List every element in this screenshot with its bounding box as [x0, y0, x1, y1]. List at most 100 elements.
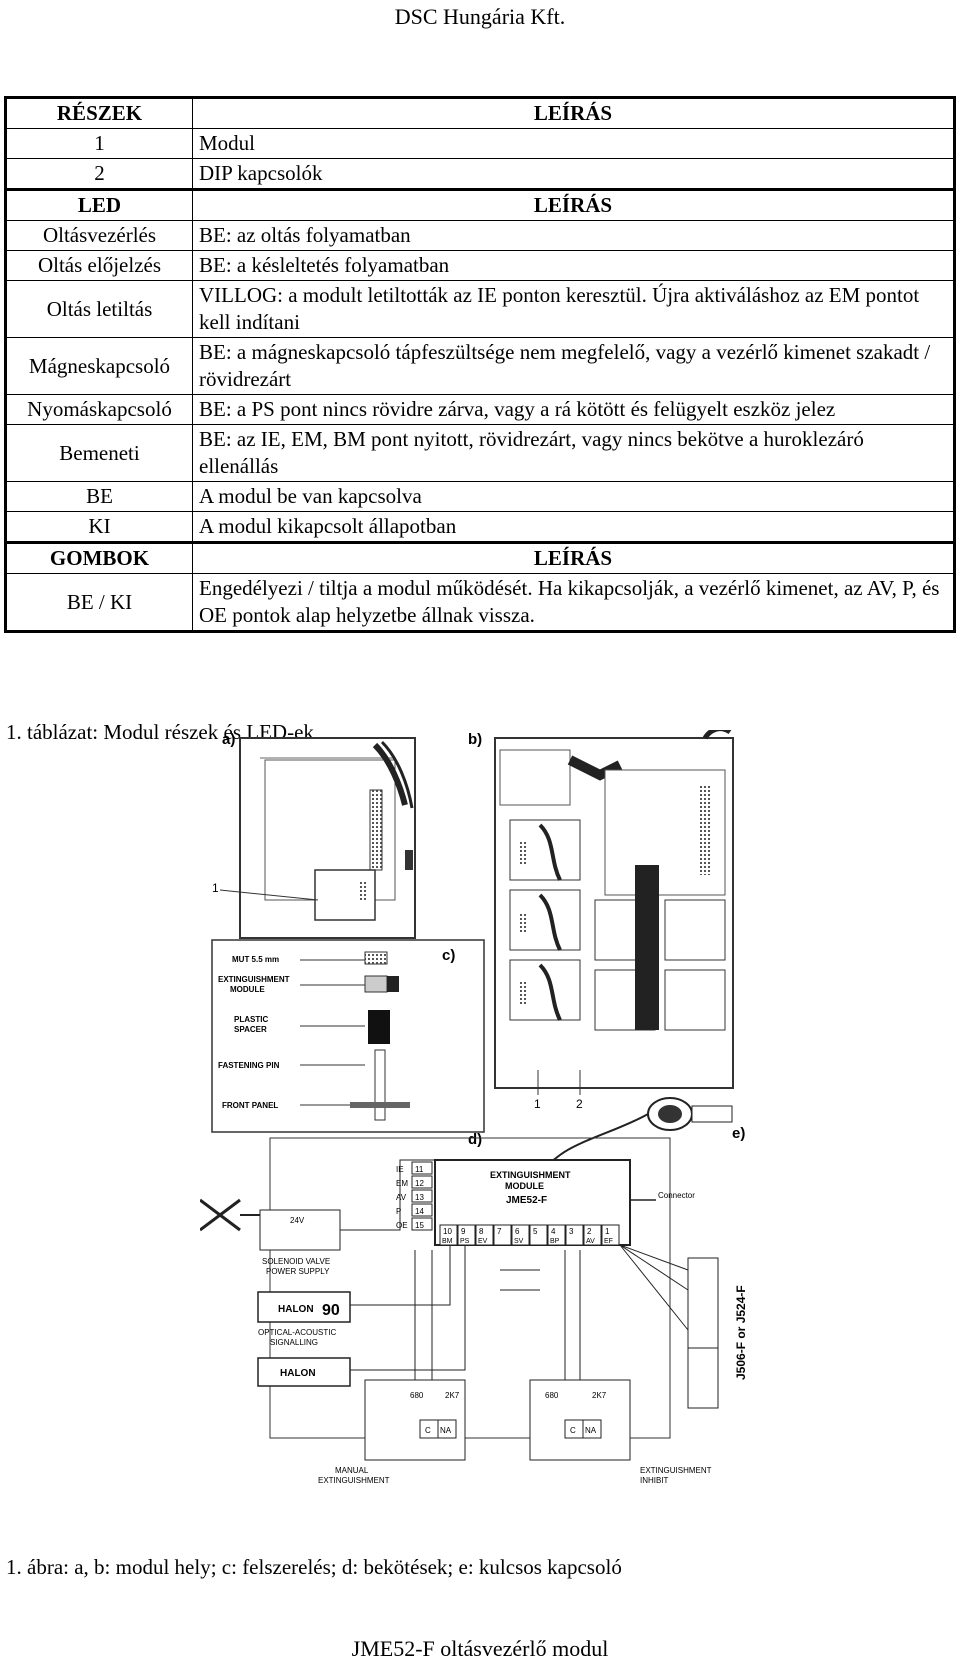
bottom-terminal — [601, 1224, 620, 1246]
left-terminal-label: OE — [396, 1221, 408, 1230]
bottom-terminal-label: EF — [604, 1238, 613, 1245]
inhibit-resistor-2k7: 2K7 — [592, 1391, 607, 1400]
cell-description: LEÍRÁS — [192, 97, 955, 129]
left-terminal — [411, 1217, 433, 1231]
cell-description: Modul — [192, 128, 955, 159]
bottom-terminal-number: 10 — [443, 1227, 452, 1236]
halon-ninety: 90 — [322, 1302, 340, 1319]
module-figure: a) 1 b) 1 2 — [200, 730, 748, 1485]
inhibit-label-1: EXTINGUISHMENT — [640, 1466, 712, 1475]
bottom-terminal-number: 4 — [551, 1227, 556, 1236]
manual-resistor-680: 680 — [410, 1391, 424, 1400]
cell-description: DIP kapcsolók — [192, 158, 955, 190]
halon-label-2: HALON — [280, 1368, 316, 1379]
bottom-terminal-label: SV — [514, 1238, 524, 1245]
wiring-module-label-1: EXTINGUISHMENT — [490, 1170, 571, 1180]
optical-label-1: OPTICAL-ACOUSTIC — [258, 1328, 336, 1337]
bottom-terminal — [529, 1224, 548, 1246]
cell-name: BE — [5, 481, 193, 512]
cell-description: Engedélyezi / tiltja a modul működését. … — [192, 573, 955, 632]
cell-description: BE: az oltás folyamatban — [192, 220, 955, 251]
bottom-terminal-number: 2 — [587, 1227, 592, 1236]
bottom-terminal — [511, 1224, 530, 1246]
inhibit-c-label: C — [570, 1426, 576, 1435]
bottom-terminal-label: PS — [460, 1238, 470, 1245]
front-panel-label: FRONT PANEL — [222, 1101, 278, 1110]
cell-name: RÉSZEK — [5, 97, 193, 129]
panel-b-label: b) — [468, 731, 482, 748]
bus-label: J506-F or J524-F — [734, 1285, 748, 1380]
cell-description: VILLOG: a modult letiltották az IE ponto… — [192, 280, 955, 338]
cell-name: Oltás előjelzés — [5, 250, 193, 281]
bottom-terminal-number: 6 — [515, 1227, 520, 1236]
panel-c-label: c) — [442, 947, 455, 964]
bottom-terminal-number: 3 — [569, 1227, 574, 1236]
left-terminal — [411, 1161, 433, 1175]
cell-name: 1 — [5, 128, 193, 159]
bottom-terminal — [547, 1224, 566, 1246]
spacer-label-1: PLASTIC — [234, 1015, 268, 1024]
manual-resistor-2k7: 2K7 — [445, 1391, 460, 1400]
cell-name: Mágneskapcsoló — [5, 337, 193, 395]
left-terminal-number: 11 — [415, 1165, 424, 1174]
bottom-terminal — [475, 1224, 494, 1246]
panel-d-wiring: d) EXTINGUISHMENT MODULE JME52-F Connect… — [200, 1131, 748, 1485]
left-terminal-number: 15 — [415, 1221, 424, 1230]
cell-description: LEÍRÁS — [192, 188, 955, 221]
wiring-module-label-2: MODULE — [505, 1181, 544, 1191]
cell-description: BE: a késleltetés folyamatban — [192, 250, 955, 281]
left-terminal — [411, 1175, 433, 1189]
left-terminal-number: 12 — [415, 1179, 424, 1188]
bottom-terminal — [457, 1224, 476, 1246]
left-terminal-label: EM — [396, 1179, 408, 1188]
callout-1-a: 1 — [212, 881, 219, 895]
bottom-terminal — [583, 1224, 602, 1246]
left-terminal — [411, 1189, 433, 1203]
cell-description: BE: a PS pont nincs rövidre zárva, vagy … — [192, 394, 955, 425]
manual-na-label: NA — [440, 1426, 452, 1435]
cell-description: BE: az IE, EM, BM pont nyitott, rövidrez… — [192, 424, 955, 482]
cell-description: A modul be van kapcsolva — [192, 481, 955, 512]
cell-name: LED — [5, 188, 193, 221]
panel-a-cabinet: a) 1 — [212, 731, 416, 939]
panel-b-cabinet: b) 1 2 — [468, 730, 734, 1111]
voltage-label: 24V — [290, 1216, 305, 1225]
cell-name: KI — [5, 511, 193, 543]
manual-label-2: EXTINGUISHMENT — [318, 1476, 390, 1485]
panel-a-label: a) — [222, 731, 235, 748]
solenoid-label-1: SOLENOID VALVE — [262, 1257, 330, 1266]
left-terminal-label: P — [396, 1207, 401, 1216]
spacer-label-2: SPACER — [234, 1025, 267, 1034]
callout-1-b: 1 — [534, 1097, 541, 1111]
halon-label-1: HALON — [278, 1304, 314, 1315]
mut-label: MUT 5.5 mm — [232, 955, 279, 964]
inhibit-label-2: INHIBIT — [640, 1476, 669, 1485]
bottom-terminal — [565, 1224, 584, 1246]
bottom-terminal-number: 9 — [461, 1227, 466, 1236]
cell-name: Bemeneti — [5, 424, 193, 482]
cell-description: LEÍRÁS — [192, 541, 955, 574]
bottom-terminal-number: 7 — [497, 1227, 502, 1236]
bottom-terminal — [439, 1224, 458, 1246]
connector-label: Connector — [658, 1191, 695, 1200]
figure-caption: 1. ábra: a, b: modul hely; c: felszerelé… — [6, 1555, 622, 1579]
solenoid-label-2: POWER SUPPLY — [266, 1267, 330, 1276]
cell-name: Oltásvezérlés — [5, 220, 193, 251]
bottom-terminal-label: BM — [442, 1238, 453, 1245]
cell-name: Oltás letiltás — [5, 280, 193, 338]
bottom-terminal-label: AV — [586, 1238, 595, 1245]
left-terminal-number: 14 — [415, 1207, 424, 1216]
bottom-terminal-number: 8 — [479, 1227, 484, 1236]
inhibit-resistor-680: 680 — [545, 1391, 559, 1400]
